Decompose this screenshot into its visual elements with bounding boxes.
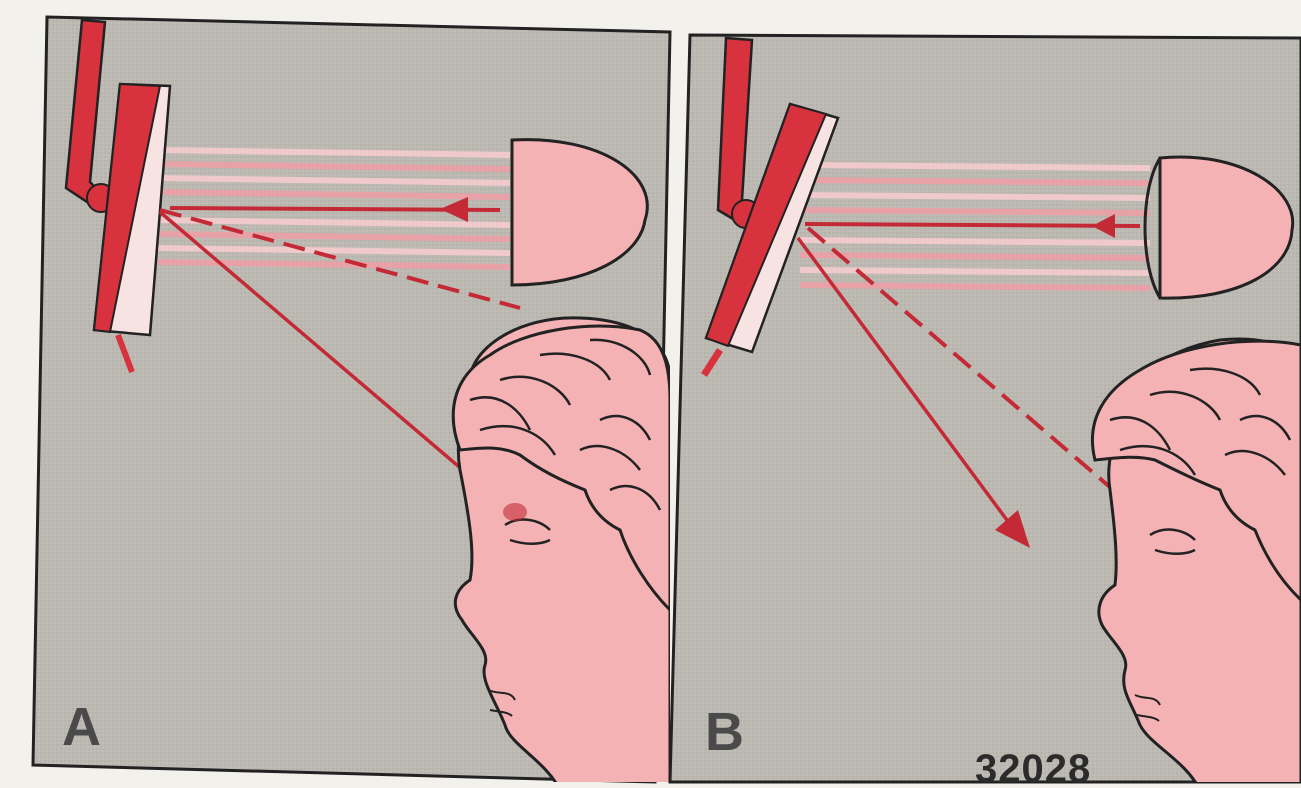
figure-number: 32028 [975,747,1091,788]
incident-ray-b [805,224,1140,226]
panel-a-label: A [62,697,101,757]
panel-b: B 32028 [670,35,1301,788]
panel-b-label: B [705,702,744,762]
panel-a: A [33,17,670,788]
